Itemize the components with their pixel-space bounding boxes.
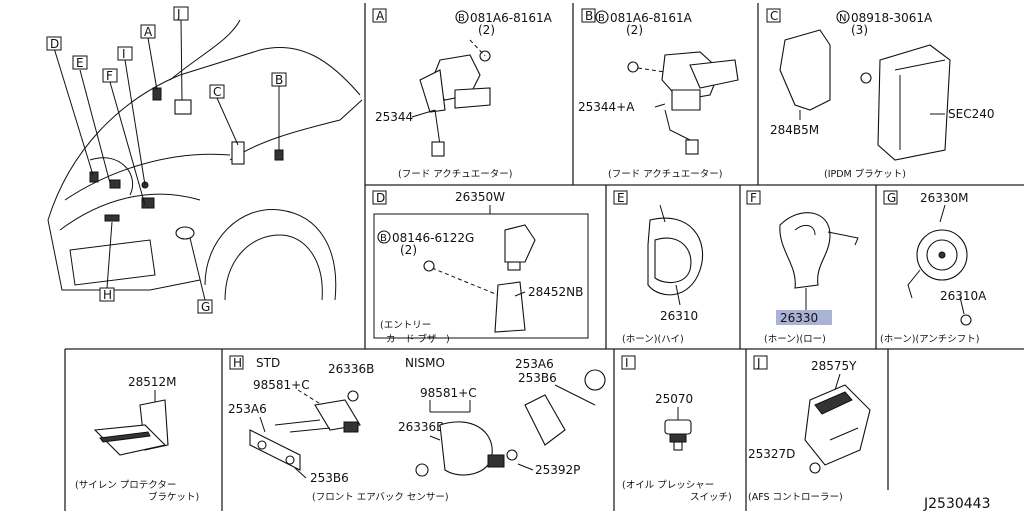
highlighted-part-number: 26330 [780,311,818,325]
part-number: 253B6 [310,471,349,485]
part-number: 98581+C [420,386,477,400]
section-H: H STD NISMO 26336B 98581+C 253A6 253B6 2… [228,355,606,503]
callout-letter: B [275,73,283,87]
bolt-part-number: 081A6-8161A [610,11,693,25]
section-letter: G [887,191,896,205]
section-caption: ブラケット) [148,491,199,503]
section-caption: (フロント エアバック センサー) [312,492,449,503]
section-reference: SEC240 [948,107,994,121]
callout-letter: G [201,300,210,314]
section-G: G 26330M 26310A (ホーン)(アンチシフト) [880,190,987,345]
section-grid [64,3,1024,511]
part-number: 253A6 [228,402,267,416]
callout-D: D [46,36,62,51]
section-caption: (IPDM ブラケット) [824,168,906,180]
callout-I: I [117,46,133,61]
nut-part-number: 08918-3061A [851,11,933,25]
callout-B: B [271,72,287,87]
part-number: 26336B [328,362,374,376]
part-number: 26310 [660,309,698,323]
bolt-prefix: B [598,13,605,24]
highlight-marker [776,310,832,325]
part-number: 28452NB [528,285,583,299]
part-number: 25327D [748,447,795,461]
callout-letter: F [106,69,113,83]
variant-label-std: STD [256,356,280,370]
part-number: 25344 [375,110,413,124]
section-B: B B 081A6-8161A (2) 25344+A (フード アクチュエータ… [578,8,739,180]
part-number: 26350W [455,190,505,204]
section-A: A B 081A6-8161A (2) 25344 (フード アクチュエーター) [372,8,553,180]
section-letter: C [770,9,778,23]
bolt-quantity: (2) [400,243,417,257]
part-number: 253B6 [518,371,557,385]
callout-letter: C [213,85,221,99]
section-caption: (フード アクチュエーター) [398,169,512,180]
bolt-prefix: B [380,233,387,244]
callout-H: H [99,287,115,302]
part-number: 25392P [535,463,580,477]
callout-letter: D [50,37,59,51]
variant-label-nismo: NISMO [405,356,445,370]
vehicle-overview [47,19,363,301]
callout-J: J [173,6,189,21]
bolt-part-number: 081A6-8161A [470,11,553,25]
callout-G: G [197,299,213,314]
section-caption: (ホーン)(アンチシフト) [880,334,979,345]
section-I: I 25070 (オイル プレッシャー スイッチ) [621,355,732,503]
callout-F: F [102,68,118,83]
nut-prefix: N [839,13,846,24]
part-number: 26336B [398,420,444,434]
section-D: D 26350W B 08146-6122G (2) 28452NB (エントリ… [372,190,589,345]
section-letter: A [376,9,385,23]
callout-E: E [72,55,88,70]
callout-letter: I [122,47,126,61]
part-number: 26310A [940,289,987,303]
section-caption: (エントリー [380,320,431,331]
bolt-quantity: (2) [478,23,495,37]
section-caption: (フード アクチュエーター) [608,169,722,180]
section-letter: B [585,9,593,23]
callout-A: A [140,24,156,39]
section-letter: E [617,191,625,205]
section-C: C N 08918-3061A (3) 284B5M SEC240 (IPDM … [766,8,994,180]
part-number: 28575Y [811,359,857,373]
section-caption: (ホーン)(ハイ) [622,334,684,345]
part-number: 284B5M [770,123,819,137]
drawing-number: J2530443 [923,496,990,511]
part-number: 25070 [655,392,693,406]
callout-C: C [209,84,225,99]
section-letter: H [233,356,242,370]
section-J: J 28575Y 25327D (AFS コントローラー) [748,355,871,503]
section-letter: D [376,191,385,205]
section-letter: I [625,356,629,370]
part-number: 26330M [920,191,969,205]
bolt-part-number: 08146-6122G [392,231,474,245]
section-siren-bracket: 28512M (サイレン プロテクター ブラケット) [75,375,199,503]
section-letter: F [750,191,757,205]
section-caption: (AFS コントローラー) [748,492,843,503]
part-number: 25344+A [578,100,635,114]
section-E: E 26310 (ホーン)(ハイ) [613,190,704,345]
callout-letter: H [103,288,112,302]
nut-quantity: (3) [851,23,868,37]
callout-letter: J [176,7,181,21]
section-caption: (オイル プレッシャー [622,480,714,491]
callout-letter: E [76,56,84,70]
bolt-quantity: (2) [626,23,643,37]
section-caption: スイッチ) [690,492,732,503]
part-number: 28512M [128,375,177,389]
section-caption: カード ブザー) [386,333,450,345]
section-caption: (サイレン プロテクター [75,480,176,491]
bolt-prefix: B [458,13,465,24]
section-caption: (ホーン)(ロー) [764,334,826,345]
section-F: F 26330 (ホーン)(ロー) [746,190,859,345]
part-number: 98581+C [253,378,310,392]
section-letter: J [756,356,761,370]
part-number: 253A6 [515,357,554,371]
callout-letter: A [144,25,153,39]
